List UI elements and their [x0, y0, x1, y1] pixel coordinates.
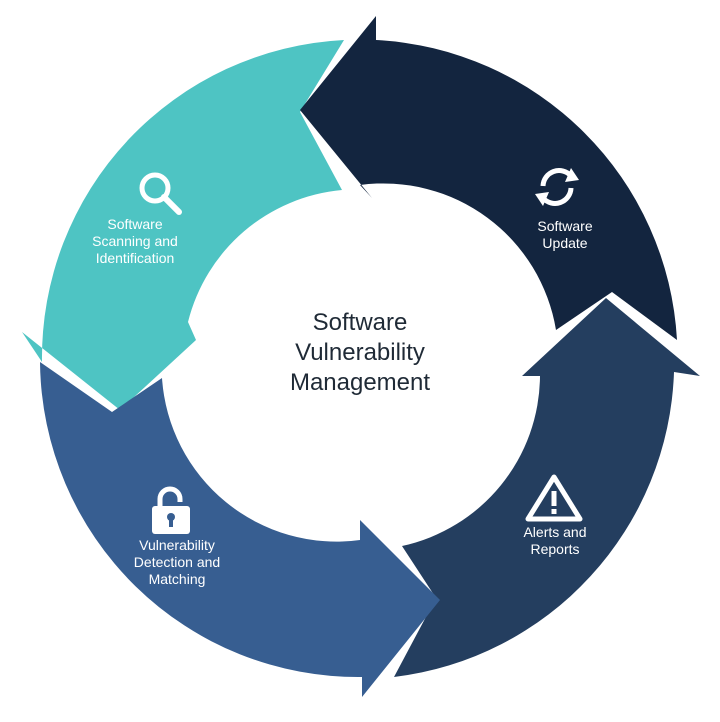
center-title: Software Vulnerability Management: [230, 308, 490, 398]
label-line: Identification: [95, 250, 175, 266]
label-line: Alerts and: [523, 524, 587, 540]
center-title-line: Vulnerability: [295, 339, 425, 366]
label-line: Reports: [530, 541, 580, 557]
segment-scanning-arrow: [22, 40, 344, 410]
magnifier-icon: [139, 172, 182, 215]
label-line: Software: [537, 218, 593, 234]
refresh-icon: [535, 168, 579, 206]
label-alerts: Alerts and Reports: [505, 524, 605, 558]
warning-icon: [525, 474, 583, 522]
label-line: Detection and: [133, 554, 221, 570]
segment-detection-arrow: [40, 362, 440, 697]
label-line: Vulnerability: [139, 537, 215, 553]
center-title-line: Management: [289, 369, 431, 396]
segment-update-arrow: [300, 16, 677, 340]
label-line: Matching: [148, 571, 206, 587]
label-scanning: Software Scanning and Identification: [80, 216, 190, 267]
label-detection: Vulnerability Detection and Matching: [122, 537, 232, 588]
label-line: Software: [107, 216, 163, 232]
label-line: Update: [542, 235, 588, 251]
label-update: Software Update: [520, 218, 610, 252]
unlocked-padlock-icon: [152, 486, 190, 534]
center-title-line: Software: [312, 309, 408, 336]
label-line: Scanning and: [92, 233, 178, 249]
